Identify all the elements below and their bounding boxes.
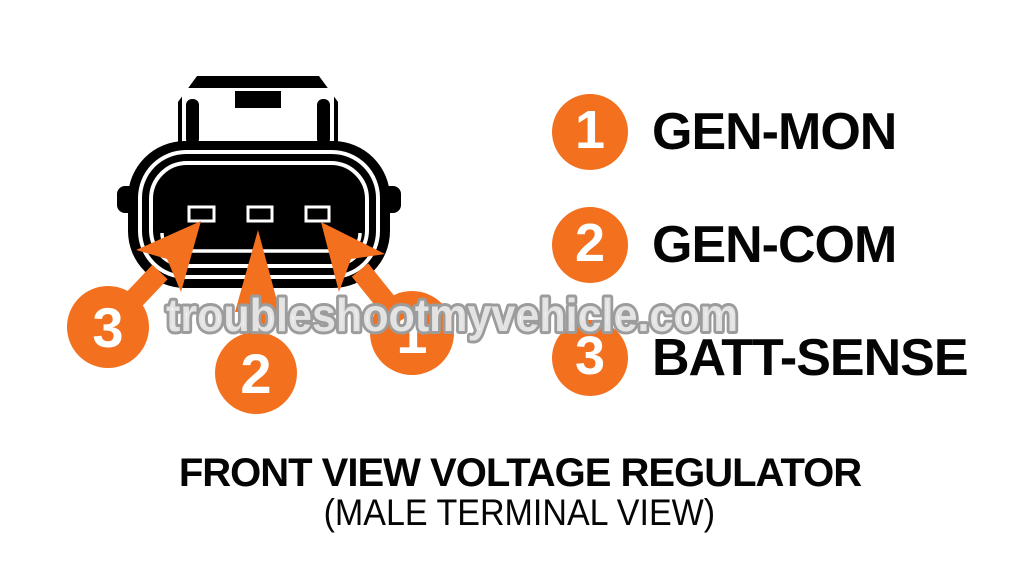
legend-label-gen-mon: GEN-MON [652,103,897,161]
tab-latch-rail-right [317,99,330,145]
legend-item-batt-sense: 3 BATT-SENSE [552,320,969,396]
arrow-head-pin2 [235,230,280,312]
legend-label-batt-sense: BATT-SENSE [652,329,969,387]
connector-top-tab [178,76,338,145]
arrow-head-pin1 [321,222,385,292]
legend-item-gen-mon: 1 GEN-MON [552,94,897,170]
tab-slot [235,91,281,108]
legend-label-gen-com: GEN-COM [652,216,897,274]
callout-badges: 3 2 1 [67,286,454,414]
callout-number-1: 1 [396,302,427,365]
caption-title: FRONT VIEW VOLTAGE REGULATOR [178,451,862,495]
callout-circle-1 [370,291,454,375]
callout-number-3: 3 [92,296,123,359]
legend-badge-3: 3 [552,320,628,396]
callout-number-2: 2 [240,342,271,405]
legend-item-gen-com: 2 GEN-COM [552,207,897,283]
caption-subtitle: (MALE TERMINAL VIEW) [323,492,716,533]
legend-badge-2: 2 [552,207,628,283]
arrow-head-pin3 [136,221,201,292]
terminal-pin-3 [187,205,216,223]
callout-circle-3 [67,286,149,368]
terminal-pin-2 [246,205,274,223]
callout-circle-2 [215,332,297,414]
legend-badge-1: 1 [552,94,628,170]
terminal-pin-1 [304,205,331,223]
figure-caption: FRONT VIEW VOLTAGE REGULATOR (MALE TERMI… [0,452,1024,533]
tab-latch-rail-left [186,99,199,145]
